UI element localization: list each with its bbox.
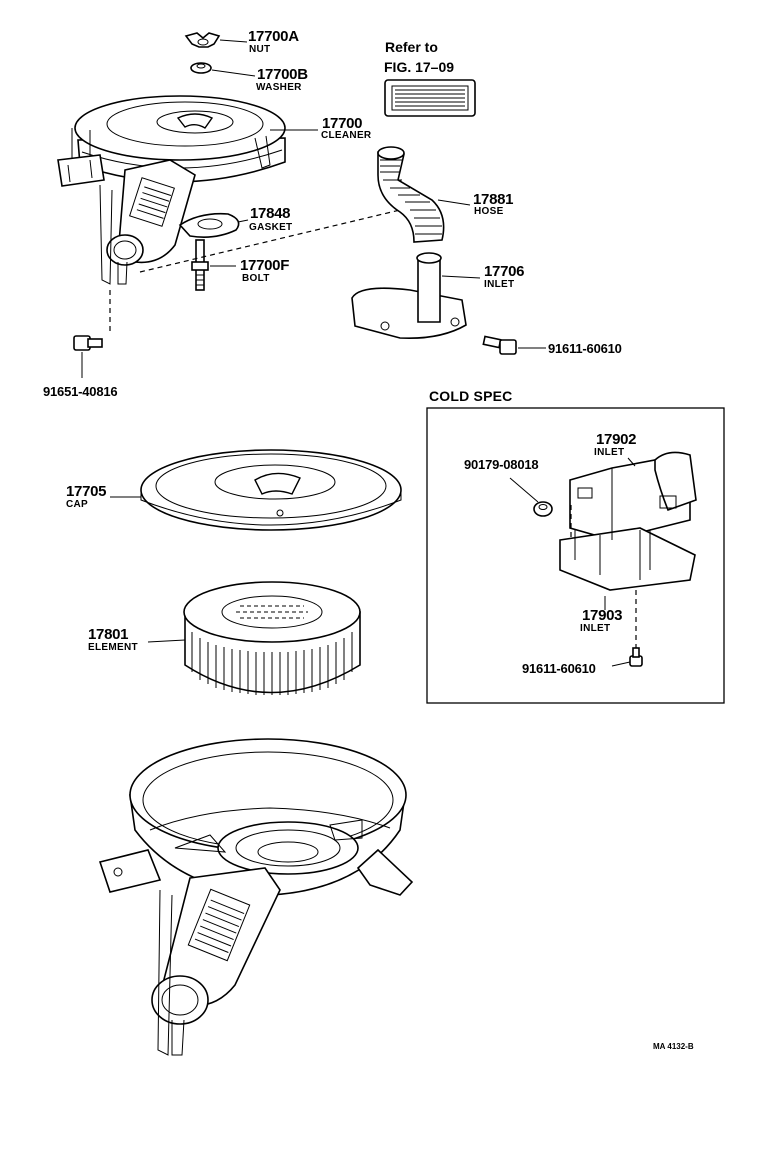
gasket-part-name: GASKET — [249, 222, 293, 233]
element-part-number: 17801 — [88, 626, 129, 643]
inlet-17706-part-number: 17706 — [484, 263, 525, 280]
inlet-17903-part-number: 17903 — [582, 607, 623, 624]
mounting-bolt-left-illustration — [73, 335, 103, 351]
inlet-17902-part-name: INLET — [594, 447, 625, 458]
hose-part-number: 17881 — [473, 191, 514, 208]
nut-part-number: 17700A — [248, 28, 299, 45]
gasket-part-number: 17848 — [250, 205, 291, 222]
cold-spec-bolt-part-number: 91611-60610 — [522, 661, 596, 676]
reference-line-2: FIG. 17–09 — [384, 59, 455, 75]
cap-part-number: 17705 — [66, 483, 107, 500]
air-cleaner-housing-illustration — [57, 95, 286, 285]
cold-spec-title: COLD SPEC — [429, 388, 513, 404]
cap-part-name: CAP — [66, 499, 89, 510]
washer-part-number: 17700B — [257, 66, 308, 83]
filter-element-illustration — [183, 581, 361, 695]
air-cleaner-cap-illustration — [140, 449, 402, 531]
bolt-left-part-number: 91651-40816 — [43, 384, 118, 399]
intake-inlet-illustration — [351, 252, 467, 340]
inlet-17903-part-name: INLET — [580, 623, 611, 634]
cold-spec-inlet-assembly-illustration — [559, 451, 697, 591]
bolt-part-name: BOLT — [242, 273, 270, 284]
inlet-17706-part-name: INLET — [484, 279, 515, 290]
air-cleaner-body-illustration — [98, 738, 414, 1056]
stud-bolt-illustration — [191, 239, 209, 291]
cold-spec-nut-illustration — [533, 501, 553, 517]
gasket-illustration — [178, 212, 240, 238]
bolt-right-part-number: 91611-60610 — [548, 341, 622, 356]
washer-illustration — [190, 62, 212, 74]
wing-nut-illustration — [184, 32, 221, 48]
inlet-17902-part-number: 17902 — [596, 431, 637, 448]
nut-part-name: NUT — [249, 44, 271, 55]
cleaner-part-name: CLEANER — [321, 130, 372, 141]
bolt-part-number: 17700F — [240, 257, 290, 274]
element-part-name: ELEMENT — [88, 642, 138, 653]
cold-spec-box — [426, 407, 725, 704]
mounting-bolt-right-illustration — [482, 335, 517, 355]
hose-part-name: HOSE — [474, 206, 504, 217]
reference-line-1: Refer to — [385, 39, 438, 55]
cold-spec-nut-part-number: 90179-08018 — [464, 457, 539, 472]
heat-gauge-illustration — [384, 79, 476, 117]
figure-code: MA 4132-B — [653, 1042, 694, 1051]
washer-part-name: WASHER — [256, 82, 302, 93]
cleaner-part-number: 17700 — [322, 115, 363, 132]
cold-spec-bolt-illustration — [629, 647, 643, 667]
hose-illustration — [377, 146, 445, 243]
